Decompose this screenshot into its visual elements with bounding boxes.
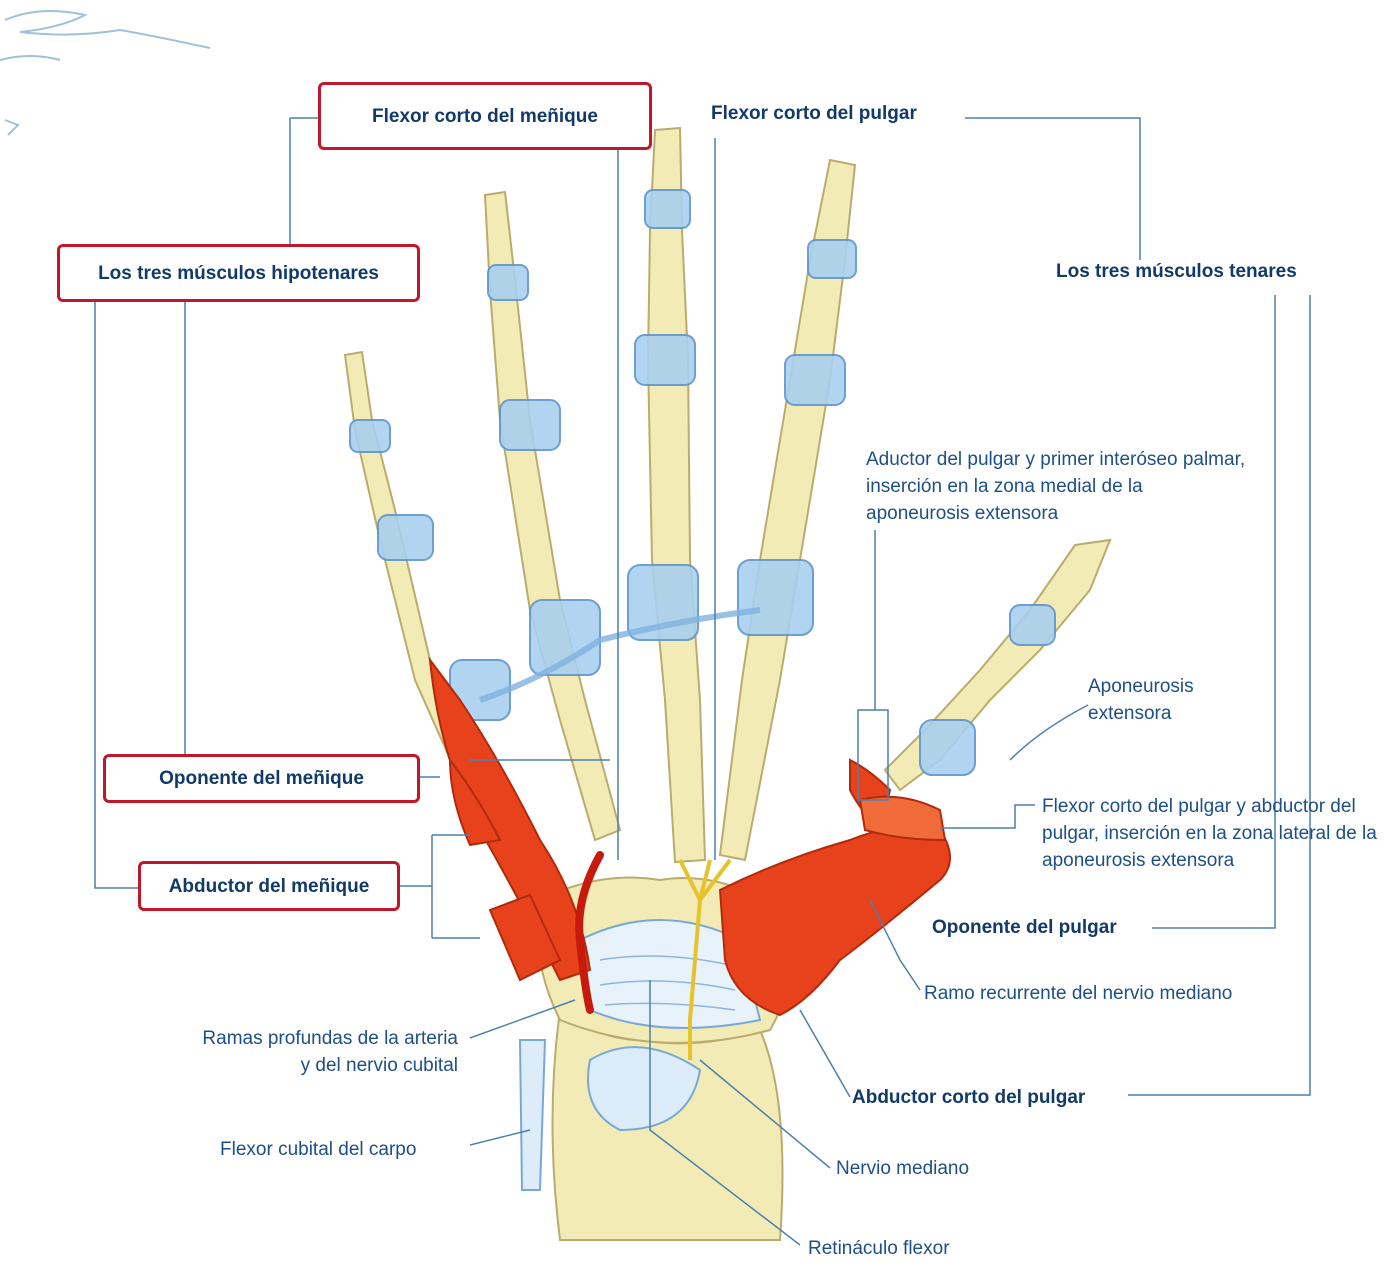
label-aductor-pulgar: Aductor del pulgar y primer interóseo pa… bbox=[866, 449, 1246, 524]
label-tres-musculos-tenares: Los tres músculos tenares bbox=[1056, 261, 1297, 282]
label-ramas-profundas: Ramas profundas de la arteria y del nerv… bbox=[202, 1028, 458, 1076]
label-oponente-menique: Oponente del meñique bbox=[103, 754, 420, 803]
label-flexor-corto-menique: Flexor corto del meñique bbox=[318, 82, 652, 150]
label-retinaculo-flexor: Retináculo flexor bbox=[808, 1238, 950, 1259]
label-oponente-pulgar: Oponente del pulgar bbox=[932, 917, 1117, 938]
joint-capsules bbox=[349, 189, 1056, 776]
label-flexor-corto-pulgar: Flexor corto del pulgar bbox=[711, 103, 917, 124]
label-ramo-recurrente: Ramo recurrente del nervio mediano bbox=[924, 983, 1233, 1004]
leader-lines bbox=[94, 117, 1311, 1246]
finger-bones bbox=[343, 126, 1112, 864]
label-flexor-cubital-carpo: Flexor cubital del carpo bbox=[220, 1139, 417, 1160]
scribble-mark bbox=[0, 10, 211, 136]
label-tres-musculos-hipotenares: Los tres músculos hipotenares bbox=[57, 244, 420, 302]
label-flexor-abductor-pulgar: Flexor corto del pulgar y abductor del p… bbox=[1042, 796, 1377, 871]
thenar-muscles bbox=[718, 758, 951, 1017]
wrist-bones bbox=[518, 1008, 784, 1241]
label-abductor-corto-pulgar: Abductor corto del pulgar bbox=[852, 1087, 1086, 1108]
transverse-ligaments bbox=[479, 607, 761, 703]
label-abductor-menique: Abductor del meñique bbox=[138, 861, 400, 911]
label-nervio-mediano: Nervio mediano bbox=[836, 1158, 970, 1179]
artery bbox=[575, 851, 604, 1014]
nerves bbox=[678, 858, 732, 1060]
hypothenar-muscles bbox=[428, 656, 592, 982]
label-aponeurosis-extensora: Aponeurosis extensora bbox=[1088, 676, 1194, 724]
